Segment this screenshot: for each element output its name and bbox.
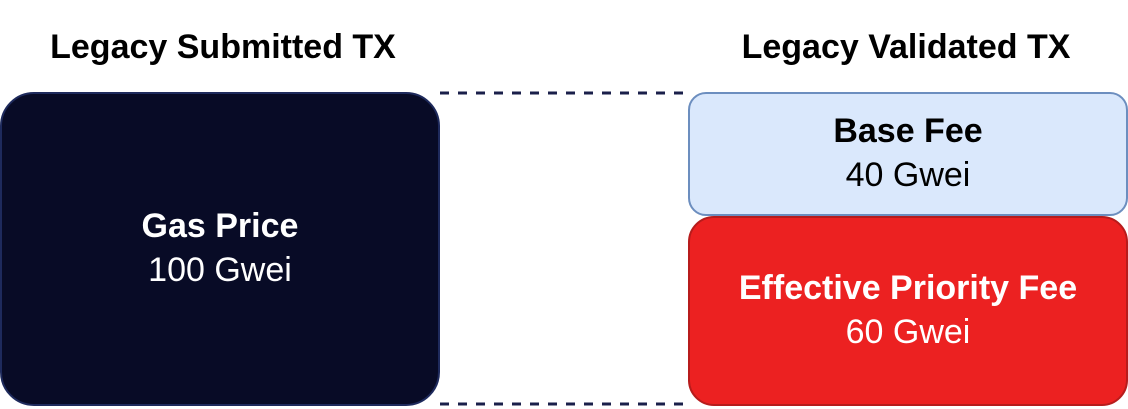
base-fee-value: 40 Gwei bbox=[845, 156, 971, 194]
validated-tx-heading: Legacy Validated TX bbox=[741, 28, 1071, 66]
gas-price-box: Gas Price 100 Gwei bbox=[0, 92, 440, 406]
gas-price-label: Gas Price bbox=[141, 207, 299, 246]
gas-price-value: 100 Gwei bbox=[148, 251, 292, 289]
base-fee-box: Base Fee 40 Gwei bbox=[688, 92, 1128, 216]
priority-fee-label: Effective Priority Fee bbox=[738, 269, 1078, 308]
priority-fee-box: Effective Priority Fee 60 Gwei bbox=[688, 216, 1128, 406]
submitted-tx-heading: Legacy Submitted TX bbox=[50, 28, 396, 66]
base-fee-label: Base Fee bbox=[833, 112, 983, 151]
priority-fee-value: 60 Gwei bbox=[845, 313, 971, 351]
